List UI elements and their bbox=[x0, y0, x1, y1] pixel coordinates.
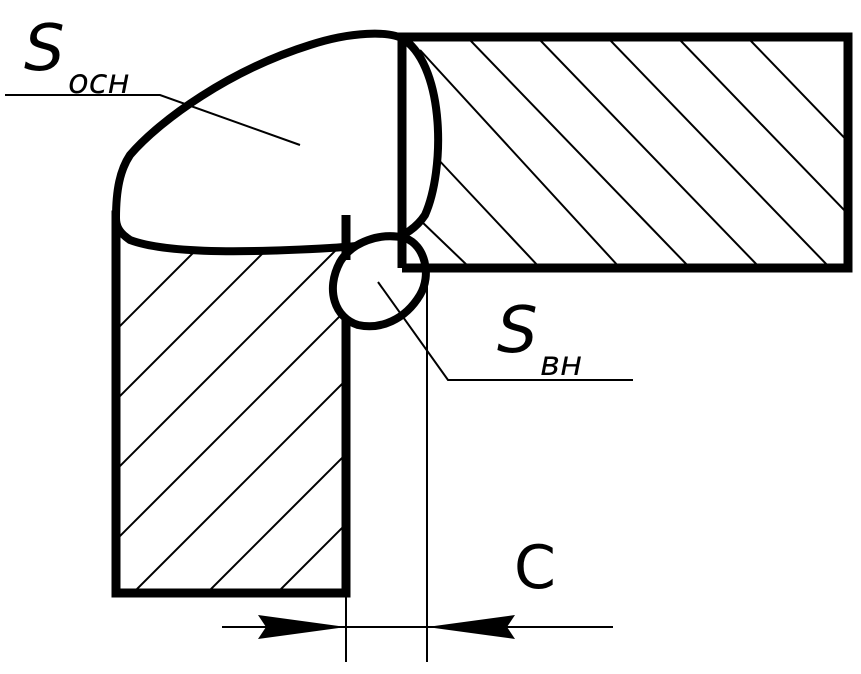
s-inner-leader bbox=[377, 281, 633, 381]
outer-weld-bead bbox=[112, 29, 443, 256]
dimension-arrow-left bbox=[258, 615, 346, 639]
s-main-leader bbox=[5, 94, 301, 146]
dimension-arrow-right bbox=[427, 615, 515, 639]
s-inner-subscript: вн bbox=[540, 344, 582, 384]
right-plate-hatching bbox=[419, 40, 848, 268]
left-plate-hatching bbox=[116, 248, 346, 593]
s-main-subscript: осн bbox=[68, 62, 130, 102]
s-inner-symbol: S bbox=[497, 294, 538, 368]
left-plate-outline bbox=[111, 210, 351, 598]
gap-dimension-label: С bbox=[514, 533, 556, 603]
s-main-symbol: S bbox=[24, 12, 65, 86]
